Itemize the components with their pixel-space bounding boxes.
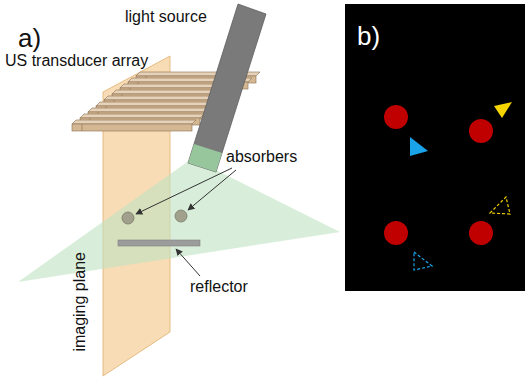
marker-outline (490, 197, 510, 214)
transducer-element (72, 120, 196, 131)
part-label: imaging plane (71, 252, 89, 352)
target-dot (469, 119, 493, 143)
panel-letter: b) (357, 22, 380, 51)
leader-line (188, 170, 236, 210)
absorber (175, 210, 187, 222)
part-label: US transducer array (5, 52, 148, 70)
target-dot (384, 221, 408, 245)
light-source (188, 4, 266, 172)
part-label: absorbers (226, 148, 297, 166)
part-label: reflector (190, 278, 248, 296)
image-panel (345, 4, 525, 291)
leader-line (136, 168, 232, 214)
target-dot (469, 221, 493, 245)
reflector-bar (118, 240, 200, 246)
light-output (188, 144, 222, 172)
absorber (122, 212, 134, 224)
panel-letter: a) (18, 24, 41, 53)
marker-outline (414, 252, 432, 270)
part-label: light source (125, 8, 207, 26)
light-cone (18, 160, 340, 282)
marker-triangle (494, 102, 512, 118)
leader-line (176, 249, 200, 276)
target-dot (384, 105, 408, 129)
marker-triangle (410, 137, 428, 156)
